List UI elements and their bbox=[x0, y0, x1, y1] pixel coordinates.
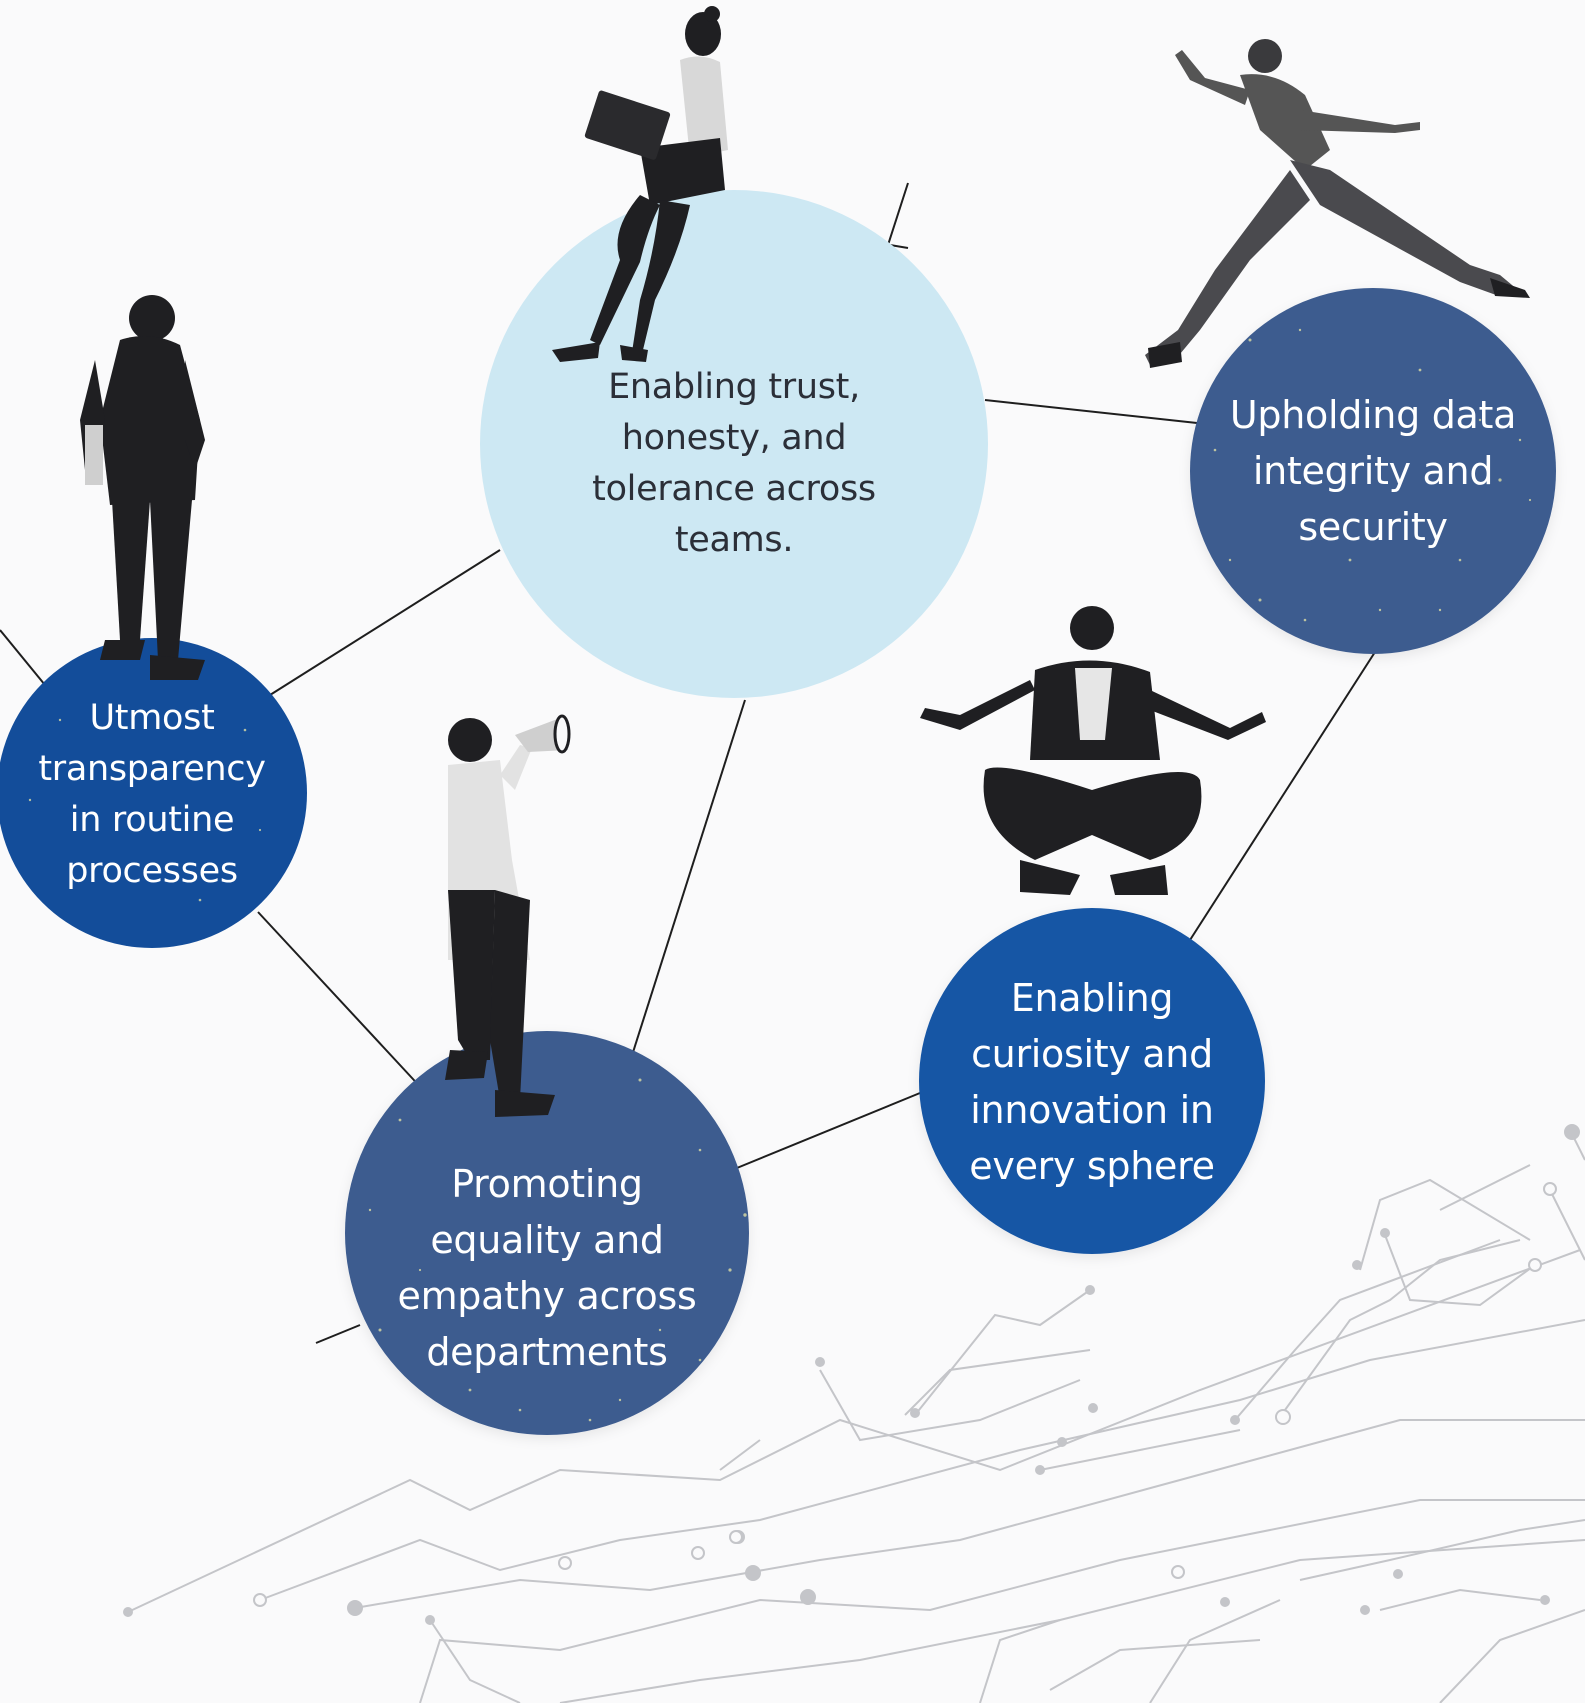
woman-with-laptop-figure bbox=[552, 6, 728, 362]
node-curiosity bbox=[919, 908, 1265, 1254]
speckle-texture bbox=[28, 328, 1532, 1422]
connector-line bbox=[0, 629, 46, 686]
node-integrity bbox=[1190, 288, 1556, 654]
man-with-megaphone-figure bbox=[445, 714, 571, 1117]
connector-line bbox=[889, 244, 909, 249]
node-curiosity-label: Enabling curiosity and innovation in eve… bbox=[969, 976, 1215, 1188]
connector-line bbox=[984, 399, 1198, 424]
connector-line bbox=[1189, 651, 1376, 941]
jumping-man-figure bbox=[1145, 39, 1530, 368]
node-transparency-label: Utmost transparency in routine processes bbox=[38, 698, 266, 891]
connector-line bbox=[269, 549, 501, 696]
node-transparency bbox=[0, 638, 307, 948]
node-integrity-circle bbox=[1190, 288, 1556, 654]
node-integrity-label: Upholding data integrity and security bbox=[1229, 393, 1517, 549]
node-curiosity-circle bbox=[919, 908, 1265, 1254]
circuit-nodes bbox=[123, 1124, 1580, 1625]
node-equality bbox=[345, 1031, 749, 1435]
circuit-decoration bbox=[127, 1129, 1585, 1703]
connector-line bbox=[257, 911, 426, 1093]
node-equality-circle bbox=[345, 1031, 749, 1435]
node-trust-label: Enabling trust, honesty, and tolerance a… bbox=[592, 367, 876, 560]
node-equality-label: Promoting equality and empathy across de… bbox=[397, 1162, 697, 1374]
node-transparency-circle bbox=[0, 638, 307, 948]
standing-man-figure bbox=[80, 295, 205, 680]
connector-line bbox=[315, 1324, 361, 1344]
connector-line bbox=[731, 1092, 921, 1171]
connector-lines bbox=[0, 182, 1376, 1344]
connector-line bbox=[887, 182, 909, 246]
connector-line bbox=[627, 699, 746, 1069]
meditating-man-figure bbox=[920, 606, 1266, 895]
